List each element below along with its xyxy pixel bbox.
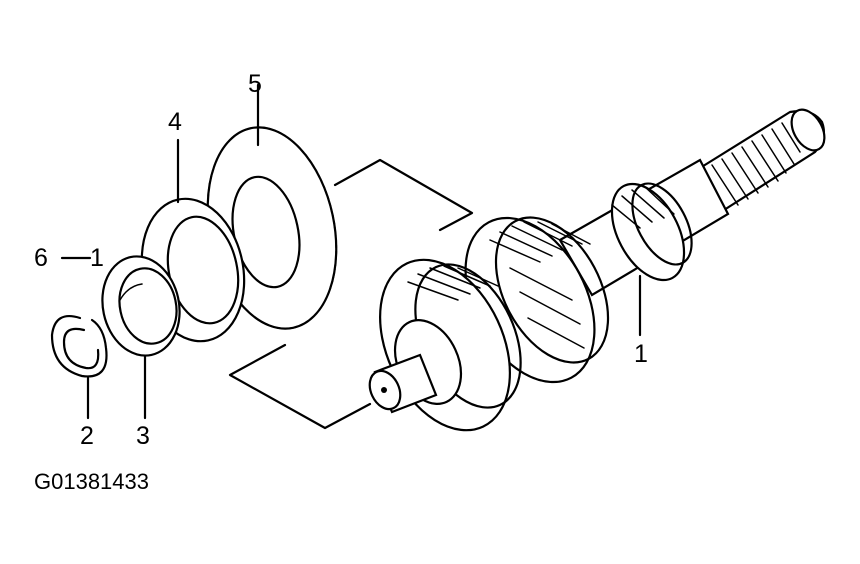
reference-plane-upper <box>333 158 474 232</box>
callout-label-5: 5 <box>248 70 262 98</box>
figure-code: G01381433 <box>34 469 149 494</box>
ring-part-3 <box>101 255 181 420</box>
reference-plane-lower <box>228 343 372 430</box>
snap-ring-part-2 <box>50 314 108 420</box>
callout-label-3: 3 <box>136 422 150 450</box>
small-shaft-gear <box>610 182 693 282</box>
callout-label-4: 4 <box>168 108 182 136</box>
main-shaft <box>368 108 826 432</box>
shaft-splines <box>711 122 801 206</box>
callout-label-6: 6 <box>34 244 48 272</box>
callout-label-1-group: 1 <box>90 244 104 272</box>
callout-label-2: 2 <box>80 422 94 450</box>
shaft-pilot-stub <box>368 353 438 414</box>
callout-label-1-shaft: 1 <box>634 340 648 368</box>
